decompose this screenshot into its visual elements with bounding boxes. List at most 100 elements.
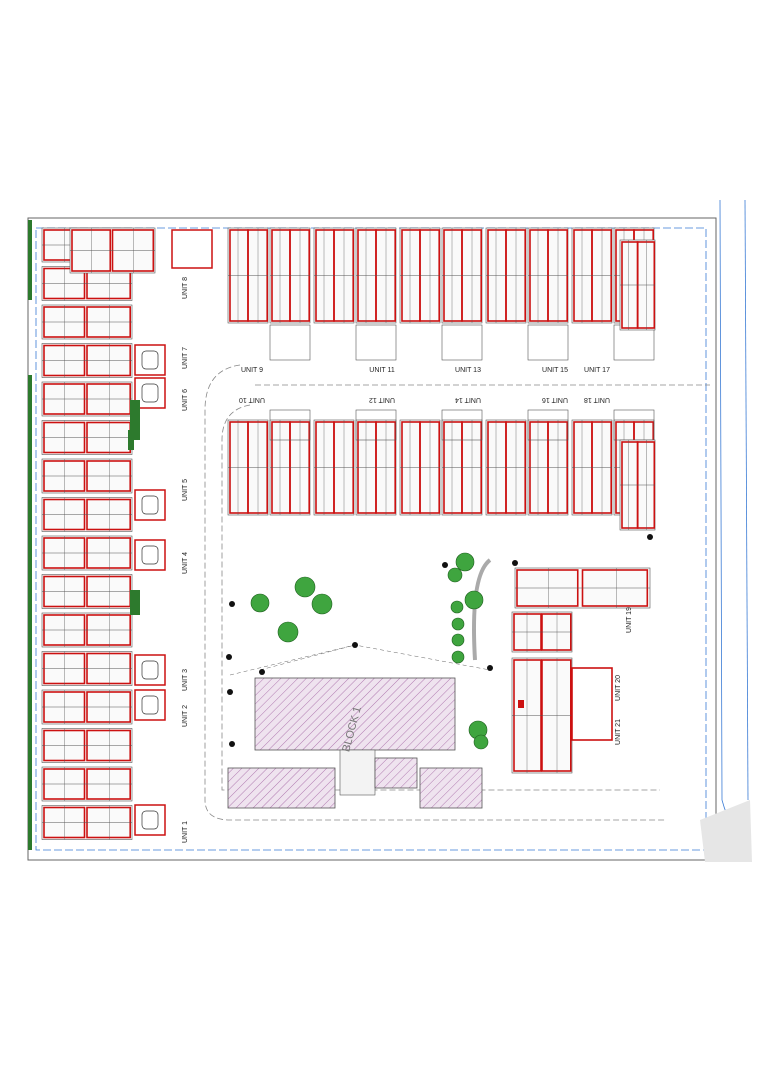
unit-label-top: UNIT 17 [584, 367, 610, 374]
survey-point [487, 665, 493, 671]
left-house [41, 304, 133, 340]
unit-label-top: UNIT 11 [369, 367, 395, 374]
unit-18-end-house [619, 439, 656, 531]
tree-icon [455, 552, 475, 572]
left-house [41, 343, 133, 378]
left-house [41, 381, 133, 417]
second-row-house [441, 419, 483, 516]
unit-8-garage [171, 229, 213, 269]
tree-icon [311, 593, 333, 615]
unit-label-second: UNIT 18 [584, 396, 610, 403]
survey-point [352, 642, 358, 648]
garage-block [227, 767, 336, 809]
garage-outline [134, 539, 166, 571]
unit-label-second: UNIT 12 [369, 396, 395, 403]
survey-point [442, 562, 448, 568]
tree-icon [451, 650, 465, 664]
unit-label-left: UNIT 5 [182, 479, 189, 501]
top-row-house [355, 227, 397, 324]
left-house [41, 689, 133, 725]
garage-block [374, 757, 418, 789]
left-house [41, 728, 133, 763]
garage [134, 539, 166, 571]
car-icon [141, 810, 159, 830]
unit-label-21: UNIT 21 [615, 719, 622, 745]
second-row-house [227, 419, 269, 516]
left-house [41, 574, 133, 609]
unit-label-19: UNIT 19 [626, 607, 633, 633]
tree-icon [464, 590, 484, 610]
car-icon [141, 660, 159, 680]
unit-label-second: UNIT 14 [455, 396, 481, 403]
internal-road [221, 404, 660, 791]
top-row-house [441, 227, 483, 324]
car-icon [141, 383, 159, 403]
garage [134, 804, 166, 836]
second-row-house [269, 419, 311, 516]
survey-point [226, 654, 232, 660]
tree-icon [450, 600, 464, 614]
garage [134, 654, 166, 686]
tree-icon [451, 633, 465, 647]
courtyard-lines [229, 644, 491, 676]
top-row-house [485, 227, 527, 324]
green-strip [28, 220, 32, 300]
garage-block [419, 767, 483, 809]
garage [134, 489, 166, 521]
unit-17-end-house [619, 239, 656, 331]
left-house [41, 535, 133, 571]
unit-label-left: UNIT 7 [182, 347, 189, 369]
tree-icon [451, 617, 465, 631]
survey-point [647, 534, 653, 540]
garage-outline [134, 489, 166, 521]
road-edge [744, 199, 749, 801]
second-row-house [571, 419, 613, 516]
top-row-house [313, 227, 355, 324]
left-house [41, 420, 133, 455]
left-house [41, 766, 133, 802]
tree-icon [250, 593, 270, 613]
unit-label-second: UNIT 16 [542, 396, 568, 403]
garage-outline [134, 689, 166, 721]
carport [269, 409, 311, 441]
left-house [41, 651, 133, 686]
green-strip [28, 375, 32, 850]
left-house [41, 497, 133, 532]
unit-label-left: UNIT 4 [182, 552, 189, 574]
unit-label-20: UNIT 20 [615, 675, 622, 701]
unit-label-left: UNIT 6 [182, 389, 189, 411]
car-icon [141, 350, 159, 370]
unit-label-top: UNIT 9 [241, 367, 263, 374]
garage [134, 344, 166, 376]
tree-icon [447, 567, 463, 583]
left-house [41, 458, 133, 494]
unit-20-21-house [511, 657, 573, 774]
landscape-strip [128, 430, 134, 450]
unit-8-house [69, 227, 156, 274]
car-icon [141, 695, 159, 715]
survey-point [227, 689, 233, 695]
unit-label-second: UNIT 10 [239, 396, 265, 403]
internal-road [204, 364, 665, 821]
tree-icon [294, 576, 316, 598]
second-row-house [313, 419, 355, 516]
tree-icon [277, 621, 299, 643]
block-1-core [339, 749, 376, 796]
tree-icon [473, 734, 489, 750]
carport [269, 324, 311, 361]
carport [527, 409, 569, 441]
garage [134, 689, 166, 721]
carport [441, 324, 483, 361]
survey-point [259, 669, 265, 675]
car-icon [141, 495, 159, 515]
unit-label-left: UNIT 8 [182, 277, 189, 299]
top-row-house [269, 227, 311, 324]
landscape-strip [130, 590, 140, 615]
carport [441, 409, 483, 441]
top-row-house [399, 227, 441, 324]
carport [355, 324, 397, 361]
left-house [41, 612, 133, 648]
unit-19-house [514, 567, 651, 609]
top-row-house [571, 227, 613, 324]
